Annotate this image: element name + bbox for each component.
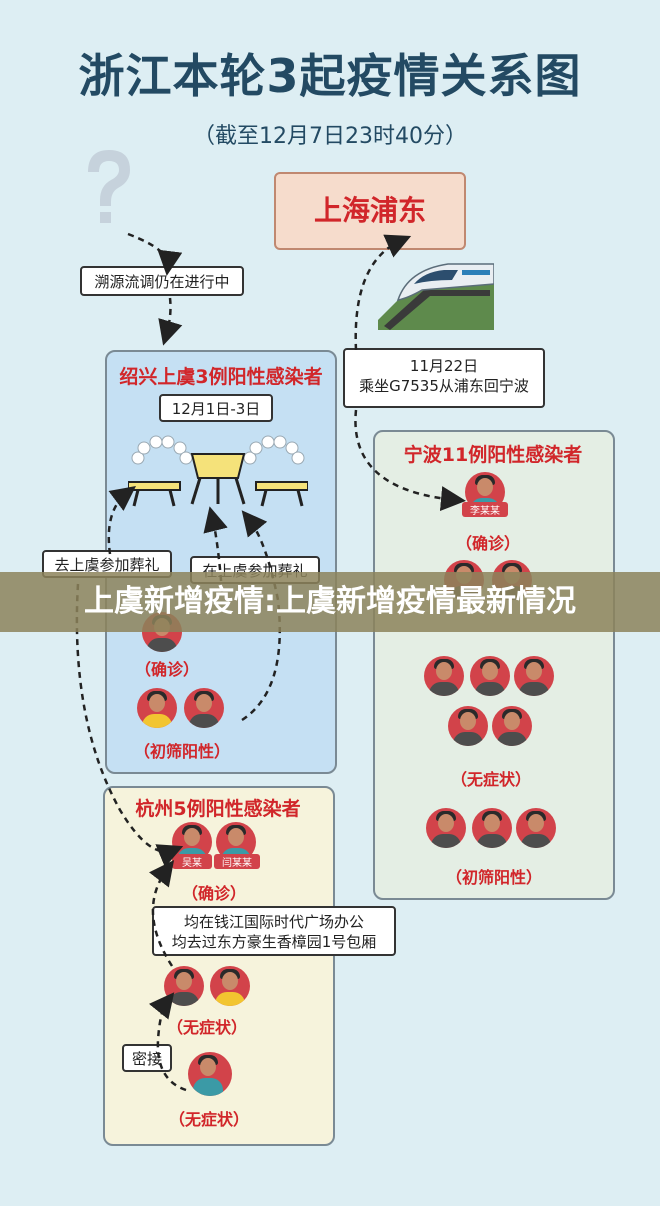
page-subtitle: （截至12月7日23时40分） (193, 124, 467, 149)
train-note-date: 11月22日 (409, 357, 479, 375)
funeral-date-note: 12月1日-3日 (159, 394, 273, 422)
contact-note: 密接 (122, 1044, 172, 1072)
unknown-source-icon (78, 146, 140, 230)
office-note-line1: 均在钱江国际时代广场办公 (183, 913, 364, 931)
hangzhou-title: 杭州5例阳性感染者 (135, 798, 301, 820)
hangzhou-asymptomatic-label-2: （无症状） (168, 1110, 249, 1129)
office-note: 均在钱江国际时代广场办公 均去过东方豪生香樟园1号包厢 (152, 906, 396, 956)
hangzhou-asymptomatic-label: （无症状） (166, 1018, 247, 1037)
shaoxing-confirmed-label: （确诊） (134, 660, 199, 679)
hangzhou-contact-person (188, 1052, 232, 1096)
ningbo-asymptomatic-person-5 (492, 706, 532, 746)
ningbo-screening-person-1 (426, 808, 466, 848)
hangzhou-asymptomatic-person-2 (210, 966, 250, 1006)
funeral-icon (127, 428, 309, 512)
ningbo-asymptomatic-person-3 (514, 656, 554, 696)
ningbo-confirmed-label: （确诊） (455, 534, 520, 553)
shaoxing-screening-person-2 (184, 688, 224, 728)
ningbo-screening-label: （初筛阳性） (445, 868, 542, 887)
shaoxing-screening-person-1 (137, 688, 177, 728)
shaoxing-screening-label: （初筛阳性） (133, 742, 230, 761)
train-note: 11月22日 乘坐G7535从浦东回宁波 (343, 348, 545, 408)
train-note-route: 乘坐G7535从浦东回宁波 (359, 377, 529, 395)
ningbo-asymptomatic-person-4 (448, 706, 488, 746)
hangzhou-person2-name: 闫某某 (214, 854, 260, 869)
ningbo-screening-person-3 (516, 808, 556, 848)
office-note-line2: 均去过东方豪生香樟园1号包厢 (171, 933, 377, 951)
ningbo-screening-person-2 (472, 808, 512, 848)
ningbo-asymptomatic-person-1 (424, 656, 464, 696)
shaoxing-title: 绍兴上虞3例阳性感染者 (119, 366, 323, 388)
ningbo-asymptomatic-label: （无症状） (450, 770, 531, 789)
hangzhou-confirmed-label: （确诊） (181, 884, 246, 903)
page-title: 浙江本轮3起疫情关系图 (78, 49, 582, 103)
ningbo-index-name: 李某某 (462, 502, 508, 517)
ningbo-title: 宁波11例阳性感染者 (403, 444, 583, 466)
shanghai-box: 上海浦东 (274, 172, 466, 250)
hangzhou-asymptomatic-person-1 (164, 966, 204, 1006)
headline-banner: 上虞新增疫情:上虞新增疫情最新情况 (0, 572, 660, 632)
ningbo-asymptomatic-person-2 (470, 656, 510, 696)
